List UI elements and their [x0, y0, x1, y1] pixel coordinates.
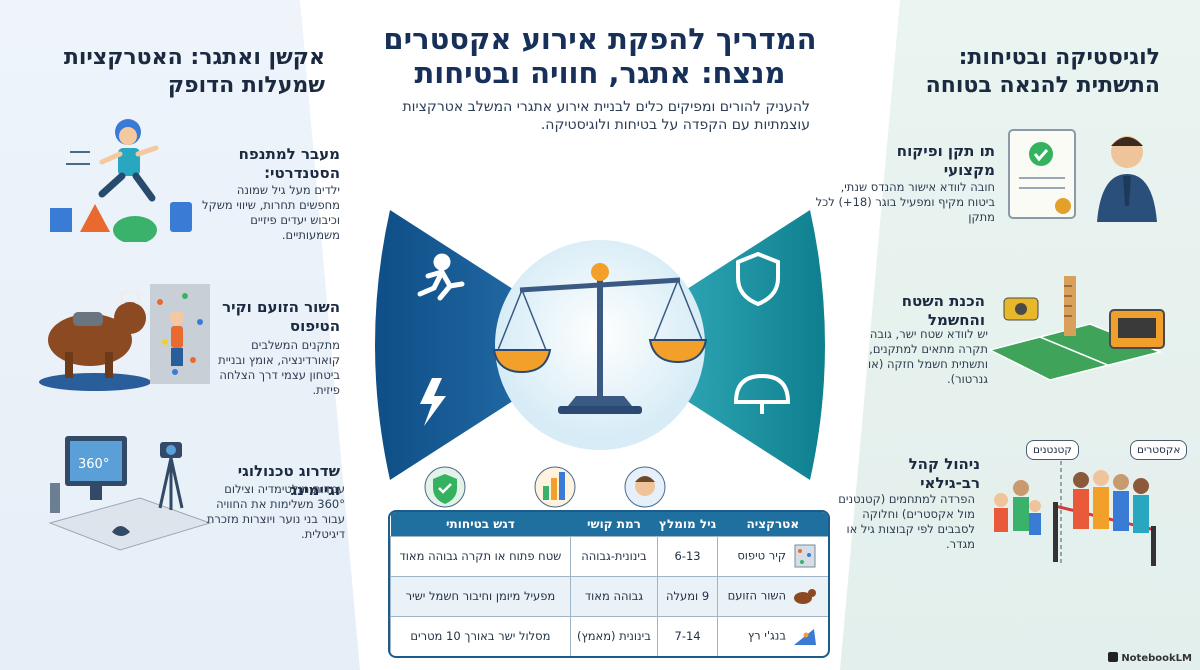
shield-icon	[736, 251, 780, 307]
bar-chart-icon	[534, 466, 576, 508]
bubble-extreme: אקסטרים	[1130, 440, 1188, 460]
col-header-attraction: אטרקציה	[717, 512, 828, 536]
vr-360-setup-icon: 360°	[48, 436, 212, 551]
helmet-icon	[733, 373, 791, 414]
col-header-safety: דגש בטיחותי	[390, 512, 571, 536]
runner-obstacles-icon	[50, 119, 192, 242]
left-card-1-text: ילדים מעל גיל שמונה מחפשים תחרות, שיווי …	[202, 183, 340, 242]
table-cell: גבוהה מאוד	[569, 575, 658, 617]
table-cell: השור הזועם	[717, 575, 828, 617]
table-cell: קיר טיפוס	[717, 535, 828, 577]
brand-watermark: NotebookLM	[1108, 652, 1192, 664]
bull-climbing-wall-icon	[39, 284, 210, 391]
table-cell: בינונית (מאמץ)	[569, 615, 658, 656]
table-cell: בינונית-גבוהה	[569, 535, 658, 577]
table-cell: 6-13	[657, 535, 718, 577]
right-card-1-title: תו תקן ופיקוח מקצועי	[896, 142, 995, 179]
balance-scale-fan	[375, 210, 825, 480]
page-title: המדריך להפקת אירוע אקסטרים מנצח: אתגר, ח…	[383, 22, 817, 90]
site-prep-generator-icon	[987, 276, 1165, 381]
left-card-3-title: שדרוג טכנולוגי וגיימינג	[237, 462, 340, 499]
col-header-difficulty: רמת קושי	[570, 512, 658, 536]
right-heading: לוגיסטיקה ובטיחות: התשתית להנאה בטוחה	[925, 45, 1160, 98]
table-row: בנג'י רץ 7-14 בינונית (מאמץ) מסלול ישר ב…	[390, 615, 828, 656]
bungee-run-icon	[794, 629, 816, 646]
table-cell: 7-14	[657, 615, 718, 656]
right-card-1-text: חובה לוודא אישור מהנדס שנתי, ביטוח מקיף …	[815, 180, 995, 224]
shield-check-icon	[424, 466, 466, 508]
right-card-2-text: יש לוודא שטח ישר, גובה תקרה מתאים למתקני…	[868, 327, 988, 386]
table-header-icons	[424, 466, 666, 508]
col-header-age: גיל מומלץ	[657, 512, 718, 536]
table-row: השור הזועם 9 ומעלה גבוהה מאוד מפעיל מיומ…	[390, 575, 828, 617]
table-row: קיר טיפוס 6-13 בינונית-גבוהה שטח פתוח או…	[390, 535, 828, 577]
right-card-3-text: הפרדה למתחמים (קטנטנים מול אקסטרים) וחלו…	[838, 492, 975, 551]
table-cell: מסלול ישר באורך 10 מטרים	[390, 615, 571, 656]
running-icon	[417, 253, 465, 301]
left-heading: אקשן ואתגר: האטרקציות שמעלות הדופק	[63, 45, 325, 98]
table-cell: שטח פתוח או תקרה גבוהה מאוד	[390, 535, 571, 577]
bubble-small-kids: קטנטנים	[1026, 440, 1079, 460]
page-subtitle: להעניק להורים ומפיקים כלים לבניית אירוע …	[402, 99, 810, 133]
right-card-2-title: הכנת השטח והחשמל	[901, 292, 985, 329]
certificate-inspector-icon	[1008, 129, 1157, 222]
notebooklm-logo-icon	[1108, 652, 1119, 662]
left-card-1-title: מעבר למתנפח הסטנדרטי:	[238, 145, 340, 182]
right-card-3-title: ניהול קהל רב-גילאי	[908, 455, 980, 492]
left-card-3-text: עמדות מולטימדיה וצילום 360° משלימות את ה…	[206, 482, 345, 541]
svg-text:360°: 360°	[78, 457, 109, 472]
child-face-icon	[624, 466, 666, 508]
table-header-row: אטרקציה גיל מומלץ רמת קושי דגש בטיחותי	[390, 512, 828, 536]
attractions-table: אטרקציה גיל מומלץ רמת קושי דגש בטיחותי ק…	[388, 510, 830, 658]
table-cell: מפעיל מיומן וחיבור חשמל ישיר	[390, 575, 571, 617]
bull-icon	[794, 585, 816, 605]
left-card-2-text: מתקנים המשלבים קואורדינציה, אומץ ובניית …	[218, 338, 340, 397]
lightning-icon	[420, 378, 446, 426]
table-cell: בנג'י רץ	[717, 615, 828, 656]
table-cell: 9 ומעלה	[657, 575, 718, 617]
left-card-2-title: השור הזועם וקיר הטיפוס	[222, 298, 340, 335]
climbing-wall-icon	[794, 544, 816, 568]
crowd-zones-icon	[994, 440, 1156, 566]
